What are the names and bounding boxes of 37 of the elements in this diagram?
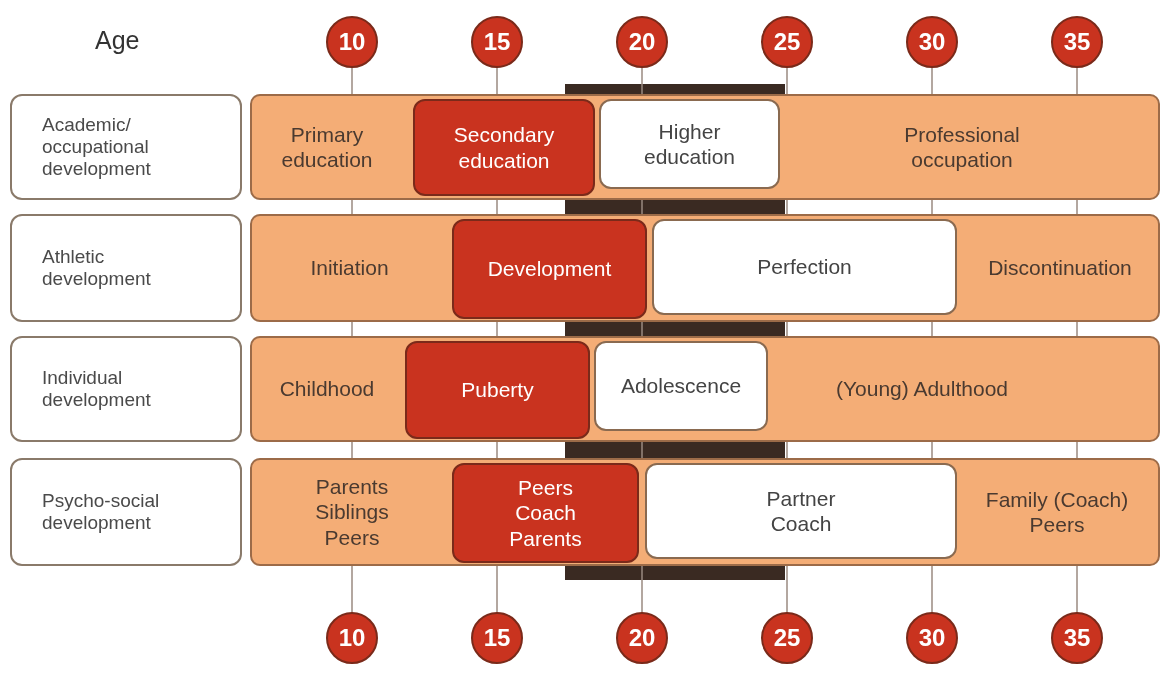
- age-circle: 30: [906, 612, 958, 664]
- category-box: Psycho-social development: [10, 458, 242, 566]
- stage-text: Initiation: [310, 255, 389, 281]
- stage-text: Childhood: [279, 376, 375, 402]
- phase-box: Adolescence: [594, 341, 768, 431]
- stage-text: Primary education: [280, 121, 374, 173]
- category-box: Academic/ occupational development: [10, 94, 242, 200]
- stage-text: (Young) Adulthood: [835, 376, 1008, 402]
- age-circle: 30: [906, 16, 958, 68]
- age-circle: 15: [471, 16, 523, 68]
- age-circle: 20: [616, 612, 668, 664]
- timeline-band: [250, 214, 1160, 322]
- stage-text: Parents Siblings Peers: [314, 474, 390, 550]
- category-box: Individual development: [10, 336, 242, 442]
- age-circle: 25: [761, 16, 813, 68]
- axis-title: Age: [95, 26, 140, 55]
- stage-text: Professional occupation: [903, 121, 1021, 173]
- phase-box: Puberty: [405, 341, 590, 439]
- timeline-band: [250, 336, 1160, 442]
- age-circle: 35: [1051, 16, 1103, 68]
- age-circle: 20: [616, 16, 668, 68]
- timeline-band: [250, 458, 1160, 566]
- phase-box: Development: [452, 219, 647, 319]
- age-circle: 25: [761, 612, 813, 664]
- phase-box: Secondary education: [413, 99, 595, 196]
- stage-text: Family (Coach) Peers: [984, 486, 1130, 538]
- phase-box: Partner Coach: [645, 463, 957, 559]
- phase-box: Higher education: [599, 99, 780, 189]
- category-box: Athletic development: [10, 214, 242, 322]
- age-circle: 10: [326, 612, 378, 664]
- phase-box: Peers Coach Parents: [452, 463, 639, 563]
- timeline-band: [250, 94, 1160, 200]
- phase-box: Perfection: [652, 219, 957, 315]
- age-circle: 15: [471, 612, 523, 664]
- stage-text: Discontinuation: [988, 255, 1132, 281]
- age-circle: 10: [326, 16, 378, 68]
- age-circle: 35: [1051, 612, 1103, 664]
